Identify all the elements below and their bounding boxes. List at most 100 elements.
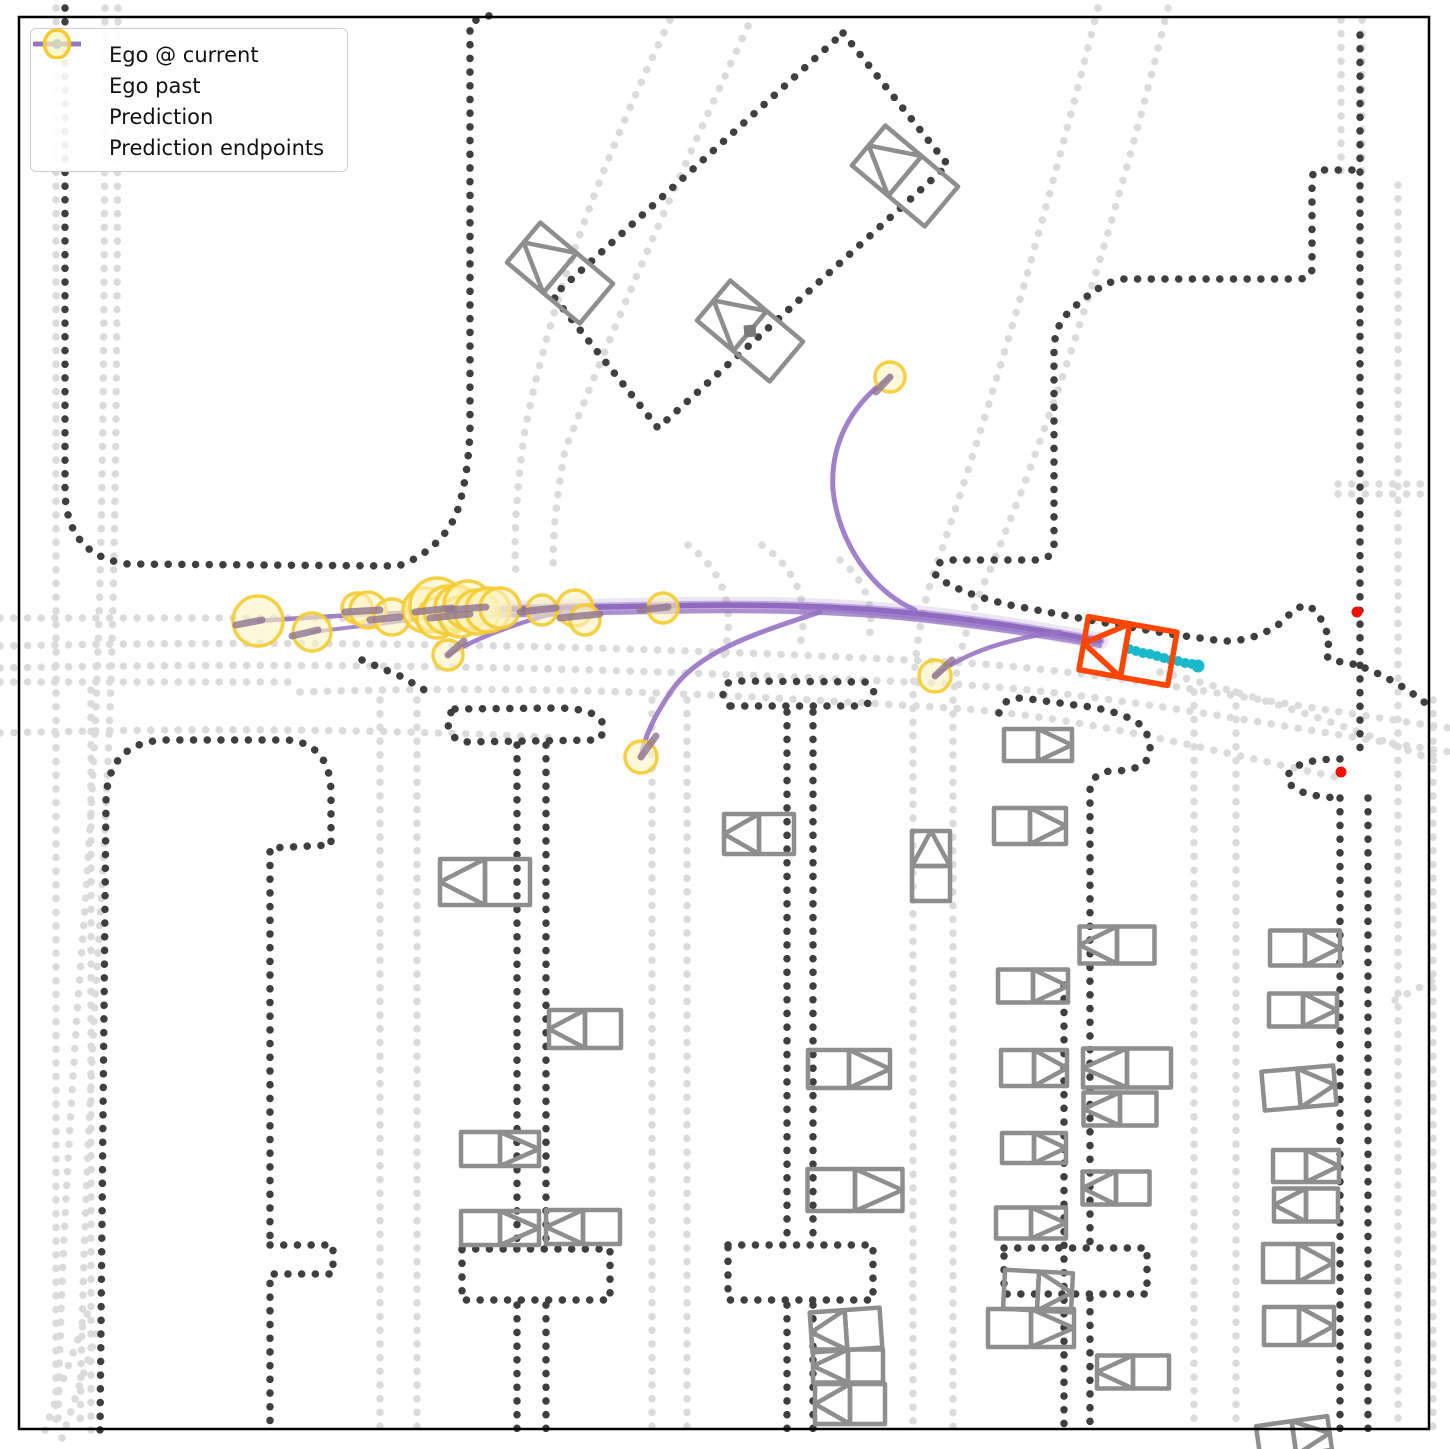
road-boundary-dotted	[719, 677, 878, 710]
road-boundary-dotted	[1000, 1244, 1151, 1298]
legend-label: Prediction	[109, 104, 214, 129]
vehicle-box	[546, 1007, 624, 1051]
vehicle-box	[1253, 1413, 1335, 1449]
prediction-endpoint-circle-swatch	[42, 29, 95, 163]
lane-line-dotted	[1156, 668, 1449, 769]
road-boundary-dotted	[458, 1245, 614, 1304]
vehicle-part	[1077, 924, 1120, 966]
legend-item: Prediction endpoints	[42, 29, 333, 163]
red-dot	[1335, 766, 1347, 778]
vehicle-part	[1271, 1186, 1309, 1224]
vehicle-part	[1295, 1066, 1338, 1110]
vehicle-part	[1296, 1304, 1337, 1348]
legend-item: Ego past	[33, 39, 333, 101]
endpoint-heading-stub	[232, 616, 266, 629]
legend-label: Ego @ current	[109, 42, 259, 67]
vehicle-box	[993, 1205, 1069, 1241]
ego-vehicle-box	[1076, 613, 1180, 689]
vehicle-part	[1303, 1147, 1342, 1185]
prediction-trajectory	[798, 606, 1097, 645]
lane-line-dotted	[76, 4, 122, 1434]
road-boundary-dotted	[1361, 664, 1433, 710]
vehicle-part	[1028, 1205, 1069, 1241]
vehicle-box	[805, 1047, 893, 1091]
vehicle-part	[1035, 726, 1075, 764]
vehicle-part	[437, 856, 488, 908]
road-boundary-dotted	[444, 704, 608, 746]
endpoint-heading-stub	[444, 637, 468, 659]
legend-item: Prediction	[33, 41, 333, 132]
red-dot	[1351, 606, 1363, 618]
vehicle-part	[866, 143, 924, 199]
endpoint-heading-stub	[637, 732, 660, 761]
prediction-line-swatch	[33, 41, 95, 132]
vehicle-part	[1302, 928, 1343, 968]
endpoint-heading-stub	[288, 626, 322, 640]
endpoint-heading-stub	[636, 603, 672, 614]
lane-line-dotted	[949, 4, 1172, 1434]
lane-line-dotted	[836, 556, 875, 646]
vehicle-part	[852, 1166, 905, 1214]
road-boundary-dotted	[358, 656, 432, 696]
vehicle-part	[1031, 1130, 1069, 1166]
vehicle-part	[810, 1347, 851, 1385]
vehicle-box	[849, 123, 961, 229]
vehicle-part	[1289, 1418, 1332, 1449]
endpoint-heading-stub	[931, 656, 956, 680]
vehicle-part	[808, 1307, 850, 1353]
road-boundary-dotted	[266, 1241, 337, 1434]
vehicle-box	[1260, 1241, 1336, 1285]
prediction-trajectory	[638, 609, 823, 760]
vehicle-part	[543, 1207, 586, 1247]
lane-line-dotted	[296, 685, 1344, 782]
lane-line-dotted	[0, 661, 1450, 756]
vehicle-box	[543, 1207, 623, 1247]
legend-label: Ego past	[109, 73, 201, 98]
road-boundary-dotted	[61, 4, 501, 570]
legend-label: Prediction endpoints	[109, 135, 325, 160]
lane-line-dotted	[1391, 974, 1442, 1004]
vehicle-part	[1030, 967, 1071, 1005]
vehicle-part	[1295, 1241, 1336, 1285]
vehicle-part	[1028, 1306, 1077, 1350]
vehicle-box	[458, 1208, 542, 1248]
vehicle-box	[437, 856, 533, 908]
vehicle-box	[1266, 991, 1340, 1029]
vehicle-part	[521, 240, 579, 296]
vehicle-box	[807, 1305, 885, 1355]
vehicle-part	[1027, 805, 1069, 847]
lane-line-dotted	[758, 541, 807, 656]
lane-line-dotted	[58, 1326, 102, 1442]
vehicle-part	[812, 1381, 853, 1427]
endpoint-heading-stub	[516, 604, 560, 616]
vehicle-part	[1300, 991, 1340, 1029]
road-boundary-dotted	[724, 1241, 877, 1304]
vehicle-box	[810, 1347, 886, 1385]
vehicle-part	[743, 324, 757, 338]
vehicle-part	[846, 1047, 893, 1091]
vehicle-box	[1080, 1046, 1174, 1090]
vehicle-part	[1031, 1047, 1070, 1089]
vehicle-part	[711, 298, 769, 354]
vehicle-box	[812, 1381, 888, 1427]
vehicle-part	[546, 1007, 588, 1051]
vehicle-box	[1080, 1169, 1152, 1207]
vehicle-box	[504, 220, 616, 326]
vehicle-part	[497, 1208, 542, 1248]
road-boundary-dotted	[995, 694, 1154, 1252]
vehicle-box	[1081, 1090, 1159, 1128]
endpoint-heading-stub	[366, 613, 404, 624]
lane-line-dotted	[684, 541, 733, 659]
road-boundary-dotted	[513, 741, 550, 1434]
endpoint-heading-stub	[872, 373, 894, 396]
vehicle-box	[1259, 1063, 1339, 1113]
vehicle-box	[991, 805, 1069, 847]
vehicle-box	[1267, 928, 1343, 968]
endpoint-heading-stub	[341, 606, 384, 616]
lane-line-dotted	[909, 4, 1102, 1434]
vehicle-box	[1270, 1147, 1342, 1185]
lane-line-dotted	[54, 4, 109, 1434]
vehicle-box	[909, 828, 953, 904]
